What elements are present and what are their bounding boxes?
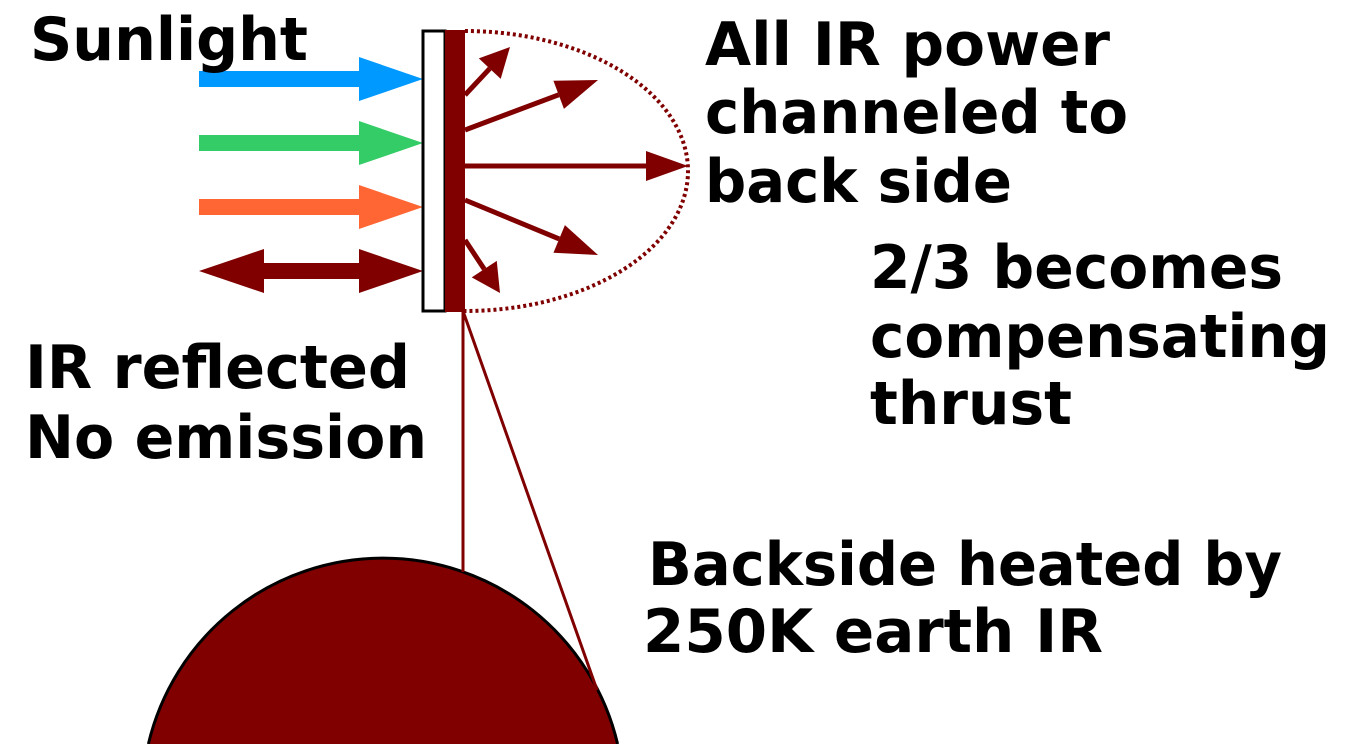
- ir-reflected-line-2: No emission: [25, 403, 427, 473]
- backside-line-2: 250K earth IR: [643, 597, 1103, 667]
- emission-envelope: [464, 29, 690, 313]
- emission-arrow-head: [478, 47, 510, 79]
- ir-reflected-double-arrow: [199, 249, 423, 293]
- ir-reflected-line-1: IR reflected: [25, 333, 410, 403]
- ir-channeled-line-3: back side: [705, 147, 1012, 217]
- emission-arrow-head: [553, 225, 598, 255]
- compensating-line-1: 2/3 becomes: [870, 233, 1283, 303]
- earth: [148, 558, 618, 744]
- emission-arrow-shaft: [464, 92, 560, 133]
- earth-tangent-line: [461, 310, 599, 691]
- compensating-line-3: thrust: [870, 369, 1072, 439]
- emission-arrows: [462, 47, 688, 293]
- emission-arrow-head: [553, 80, 598, 109]
- emission-arrow-head: [646, 151, 688, 181]
- compensating-line-2: compensating: [870, 302, 1330, 372]
- sail-back-surface: [445, 30, 465, 312]
- blue-ray-arrow: [199, 57, 423, 101]
- emission-arrow-shaft: [464, 197, 561, 242]
- green-ray-arrow: [199, 121, 423, 165]
- backside-line-1: Backside heated by: [648, 530, 1282, 600]
- earth-outline: [146, 556, 620, 744]
- sunlight-label: Sunlight: [30, 5, 308, 75]
- ir-channeled-line-1: All IR power: [705, 10, 1110, 80]
- ir-channeled-line-2: channeled to: [705, 78, 1128, 148]
- emission-arrow-shaft: [463, 66, 492, 97]
- sail-front-surface: [421, 29, 447, 313]
- emission-arrow-head: [471, 260, 500, 293]
- emission-arrow-shaft: [462, 238, 487, 271]
- orange-ray-arrow: [199, 185, 423, 229]
